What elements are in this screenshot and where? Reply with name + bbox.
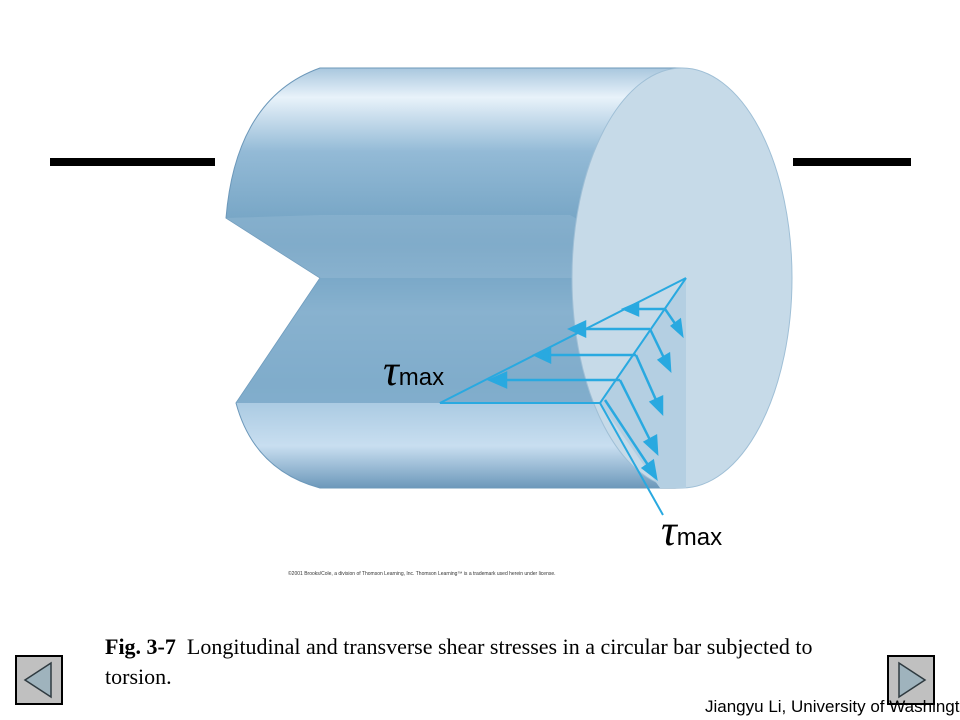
caption-text: Longitudinal and transverse shear stress… xyxy=(105,634,813,689)
trans-arrow-3 xyxy=(634,354,658,401)
figure-number: Fig. 3-7 xyxy=(105,634,176,659)
shear-stress-diagram xyxy=(439,277,687,516)
notch-upper-face xyxy=(226,215,686,278)
figure-caption: Fig. 3-7 Longitudinal and transverse she… xyxy=(105,632,865,692)
left-shaft-line xyxy=(50,158,215,166)
trans-arrow-2-head xyxy=(656,351,672,373)
transverse-stress-arrows xyxy=(603,308,684,481)
tau-max-longitudinal-label: τmax xyxy=(383,346,444,395)
right-shaft-line xyxy=(793,158,911,166)
trans-arrow-1-head xyxy=(670,317,684,339)
trans-arrow-5 xyxy=(603,399,650,466)
previous-slide-button[interactable] xyxy=(15,655,63,705)
trans-arrow-5-head xyxy=(640,458,658,481)
copyright-notice: ©2001 Brooks/Cole, a division of Thomson… xyxy=(288,571,556,577)
trans-arrow-3-head xyxy=(648,395,664,417)
tau-symbol: τ xyxy=(661,506,679,555)
transverse-stress-triangle xyxy=(598,277,687,516)
long-arrow-2-head xyxy=(567,320,587,338)
triangle-left-icon xyxy=(23,661,52,699)
triangle-right-icon xyxy=(898,661,927,699)
longitudinal-stress-triangle xyxy=(439,277,687,404)
tau-symbol: τ xyxy=(383,346,401,395)
tau-subscript: max xyxy=(399,364,444,391)
long-arrow-3-head xyxy=(532,346,552,364)
author-credit: Jiangyu Li, University of Washington xyxy=(705,697,960,716)
long-arrow-1-head xyxy=(620,301,640,317)
torsion-bar-figure: τmax τmax xyxy=(50,67,911,555)
longitudinal-stress-arrows xyxy=(486,301,665,389)
trans-arrow-2 xyxy=(648,328,666,359)
trans-arrow-1 xyxy=(663,308,678,326)
trans-arrow-4-head xyxy=(642,433,659,457)
tau-subscript: max xyxy=(677,524,722,551)
tau-max-transverse-label: τmax xyxy=(661,506,722,555)
long-arrow-4-head xyxy=(486,371,508,389)
end-face-wedge xyxy=(600,278,686,488)
next-slide-button[interactable] xyxy=(887,655,935,705)
trans-arrow-4 xyxy=(618,379,652,441)
